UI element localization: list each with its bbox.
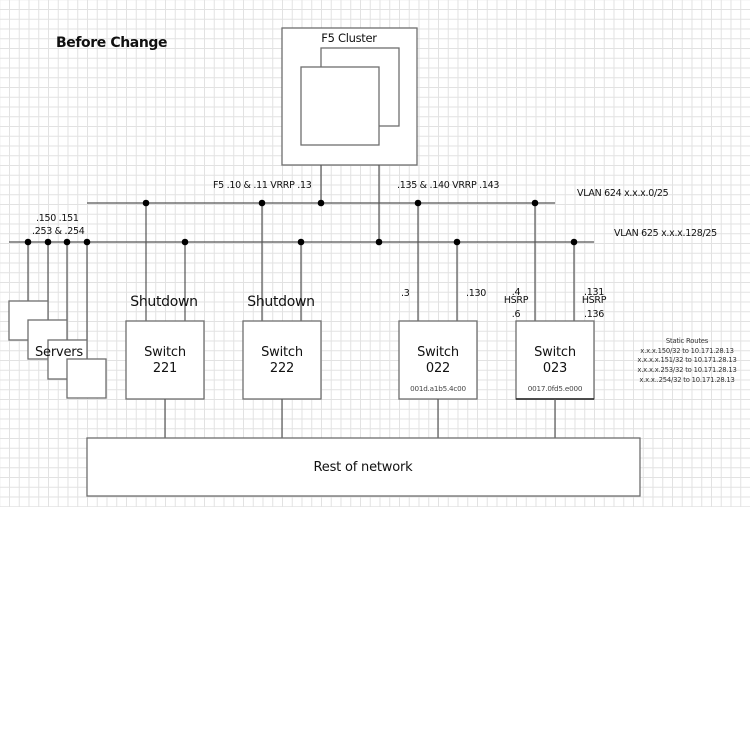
switch-222-number: 222 — [270, 361, 294, 376]
servers-label: Servers — [35, 345, 83, 360]
switch-221-number: 221 — [153, 361, 177, 376]
switch-022[interactable]: Switch 022 001d.a1b5.4c00 — [398, 320, 478, 400]
static-route-3: x.x.x.x.253/32 to 10.171.28.13 — [637, 366, 736, 374]
junction-dot — [317, 199, 325, 207]
switch-023-number: 023 — [543, 361, 567, 376]
junction-dot — [181, 238, 189, 246]
sw023-vip-vlan625: .136 — [584, 309, 604, 320]
server-box-4 — [66, 358, 107, 399]
junction-dot — [375, 238, 383, 246]
static-routes-title: Static Routes — [666, 337, 709, 345]
junction-dot — [63, 238, 71, 246]
static-route-1: x.x.x.150/32 to 10.171.28.13 — [640, 347, 733, 355]
rest-of-network[interactable]: Rest of network — [86, 437, 641, 497]
junction-dot — [570, 238, 578, 246]
sw022-ip-vlan624: .3 — [401, 288, 410, 299]
rest-of-network-label: Rest of network — [314, 460, 414, 475]
junction-dot — [297, 238, 305, 246]
junction-dot — [83, 238, 91, 246]
diagram-title: Before Change — [56, 35, 167, 51]
junction-dot — [44, 238, 52, 246]
sw222-status: Shutdown — [247, 294, 315, 310]
switch-221-name: Switch — [144, 345, 186, 360]
static-route-4: x.x.x..254/32 to 10.171.28.13 — [639, 376, 734, 384]
switch-222-box — [242, 320, 322, 400]
switch-023-box — [515, 320, 595, 400]
f5-cluster-label: F5 Cluster — [321, 31, 377, 45]
sw023-vip-vlan624: .6 — [512, 309, 521, 320]
vlan-624-label: VLAN 624 x.x.x.0/25 — [577, 188, 669, 199]
switch-023[interactable]: Switch 023 0017.0fd5.e000 — [515, 320, 595, 400]
servers-ip-line2: .253 & .254 — [32, 226, 85, 237]
switch-222-name: Switch — [261, 345, 303, 360]
switch-023-mac: 0017.0fd5.e000 — [528, 384, 583, 393]
junction-dot — [24, 238, 32, 246]
junction-dot — [453, 238, 461, 246]
switch-022-name: Switch — [417, 345, 459, 360]
f5-unit-front — [300, 66, 380, 146]
f5-vlan624-ip-label: F5 .10 & .11 VRRP .13 — [213, 180, 312, 191]
vlan-625-label: VLAN 625 x.x.x.128/25 — [614, 228, 717, 239]
servers-ip-line1: .150 .151 — [36, 213, 79, 224]
f5-cluster[interactable]: F5 Cluster — [281, 27, 418, 166]
sw023-hsrp-vlan625: HSRP — [582, 295, 607, 306]
junction-dots — [24, 199, 578, 246]
junction-dot — [258, 199, 266, 207]
switch-221-box — [125, 320, 205, 400]
sw023-ip-vlan625: .131 — [584, 287, 604, 298]
switch-022-number: 022 — [426, 361, 450, 376]
sw022-ip-vlan625: .130 — [466, 288, 486, 299]
junction-dot — [531, 199, 539, 207]
rest-of-network-box — [86, 437, 641, 497]
switch-222[interactable]: Switch 222 — [242, 320, 322, 400]
switch-022-mac: 001d.a1b5.4c00 — [410, 384, 466, 393]
static-routes: Static Routes x.x.x.150/32 to 10.171.28.… — [637, 337, 736, 384]
junction-dot — [414, 199, 422, 207]
switch-023-name: Switch — [534, 345, 576, 360]
servers-group[interactable]: Servers — [8, 300, 107, 399]
sw023-ip-vlan624: .4 — [512, 287, 521, 298]
sw221-status: Shutdown — [130, 294, 198, 310]
f5-vlan625-ip-label: .135 & .140 VRRP .143 — [397, 180, 499, 191]
sw023-hsrp-vlan624: HSRP — [504, 295, 529, 306]
junction-dot — [142, 199, 150, 207]
static-route-2: x.x.x.x.151/32 to 10.171.28.13 — [637, 356, 736, 364]
switch-221[interactable]: Switch 221 — [125, 320, 205, 400]
